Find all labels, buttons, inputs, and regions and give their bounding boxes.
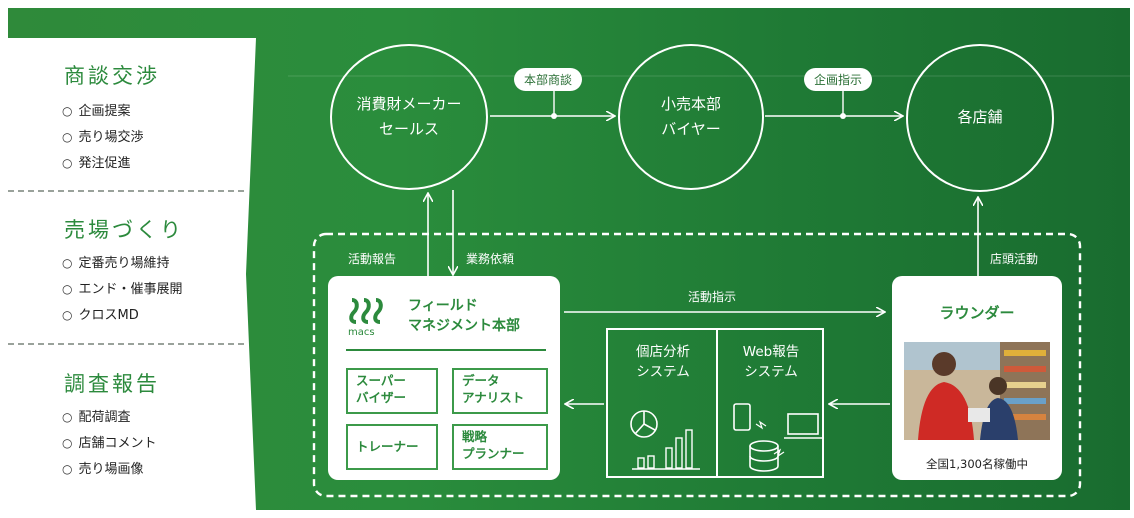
node-buyer-line2: バイヤー xyxy=(661,120,721,138)
section-title-chosa: 調査報告 xyxy=(64,372,160,396)
node-maker-line1: 消費財メーカー xyxy=(356,94,462,113)
flow-connectors xyxy=(288,75,1130,498)
role-line: データ xyxy=(462,373,500,388)
macs-logo-icon: macs xyxy=(348,298,383,338)
fms-title: フィールド マネジメント本部 xyxy=(408,296,520,337)
macs-logo-text: macs xyxy=(348,327,375,338)
node-maker: 消費財メーカー セールス xyxy=(330,44,488,190)
list-item: エンド・催事展開 xyxy=(62,278,182,297)
rounder-card: ラウンダー 全国1,300名稼働中 xyxy=(892,276,1062,480)
system-web-report-label: Web報告 システム xyxy=(720,342,822,383)
role-supervisor: スーパー バイザー xyxy=(346,368,438,414)
rounder-title: ラウンダー xyxy=(939,304,1015,322)
list-item: 発注促進 xyxy=(62,152,130,171)
fms-card: macs フィールド マネジメント本部 スーパー バイザー データ アナリスト … xyxy=(328,276,560,480)
flow-pill-kikaku-shiji: 企画指示 xyxy=(804,68,873,91)
fms-title-line1: フィールド xyxy=(408,298,478,314)
role-strategy-planner: 戦略 プランナー xyxy=(452,424,548,470)
rounder-photo xyxy=(904,342,1050,440)
list-item: 売り場交渉 xyxy=(62,126,143,145)
list-item: クロスMD xyxy=(62,304,138,323)
role-line: スーパー xyxy=(356,373,406,388)
role-line: プランナー xyxy=(462,445,525,461)
section-title-uribazukuri: 売場づくり xyxy=(64,218,184,242)
node-buyer: 小売本部 バイヤー xyxy=(618,44,764,190)
role-trainer: トレーナー xyxy=(346,424,438,470)
fms-divider xyxy=(346,349,546,351)
system-analysis-label: 個店分析 システム xyxy=(612,342,714,383)
section-divider xyxy=(8,343,244,345)
list-item: 配荷調査 xyxy=(62,406,130,425)
node-buyer-line1: 小売本部 xyxy=(660,94,721,113)
system-label-line: システム xyxy=(744,364,798,381)
node-stores-label: 各店舗 xyxy=(957,108,1003,127)
node-stores: 各店舗 xyxy=(906,44,1054,192)
list-item: 売り場画像 xyxy=(62,458,143,477)
fms-title-line2: マネジメント本部 xyxy=(408,318,520,335)
flow-label-tento-katsudo: 店頭活動 xyxy=(990,252,1039,266)
list-item: 定番売り場維持 xyxy=(62,252,169,271)
system-label-line: Web報告 xyxy=(742,344,800,360)
field-enclosure xyxy=(312,232,1082,498)
left-panel: 商談交渉 企画提案 売り場交渉 発注促進 売場づくり 定番売り場維持 エンド・催… xyxy=(8,38,256,510)
flow-pill-honbu-shodan: 本部商談 xyxy=(514,68,583,91)
analysis-chart-icon xyxy=(630,410,700,470)
role-line: トレーナー xyxy=(356,438,419,454)
system-label-line: 個店分析 xyxy=(636,344,690,360)
systems-box: 個店分析 システム Web報告 システム xyxy=(606,328,824,478)
list-item: 店舗コメント xyxy=(62,432,156,451)
role-line: 戦略 xyxy=(462,429,488,444)
flow-label-gyomu-irai: 業務依頼 xyxy=(466,252,515,266)
diagram-canvas: 商談交渉 企画提案 売り場交渉 発注促進 売場づくり 定番売り場維持 エンド・催… xyxy=(8,8,1130,510)
device-database-icon xyxy=(733,403,822,472)
system-label-line: システム xyxy=(636,364,690,381)
systems-divider xyxy=(716,330,718,476)
role-line: アナリスト xyxy=(462,389,525,405)
role-line: バイザー xyxy=(356,389,407,405)
role-data-analyst: データ アナリスト xyxy=(452,368,548,414)
list-item: 企画提案 xyxy=(62,100,130,119)
node-maker-line2: セールス xyxy=(378,120,439,138)
section-divider xyxy=(8,190,244,192)
flow-label-katsudo-shiji: 活動指示 xyxy=(688,290,737,304)
section-title-shodan: 商談交渉 xyxy=(64,64,160,88)
rounder-caption: 全国1,300名稼働中 xyxy=(926,457,1028,471)
flow-label-katsudo-hokoku: 活動報告 xyxy=(348,252,397,266)
